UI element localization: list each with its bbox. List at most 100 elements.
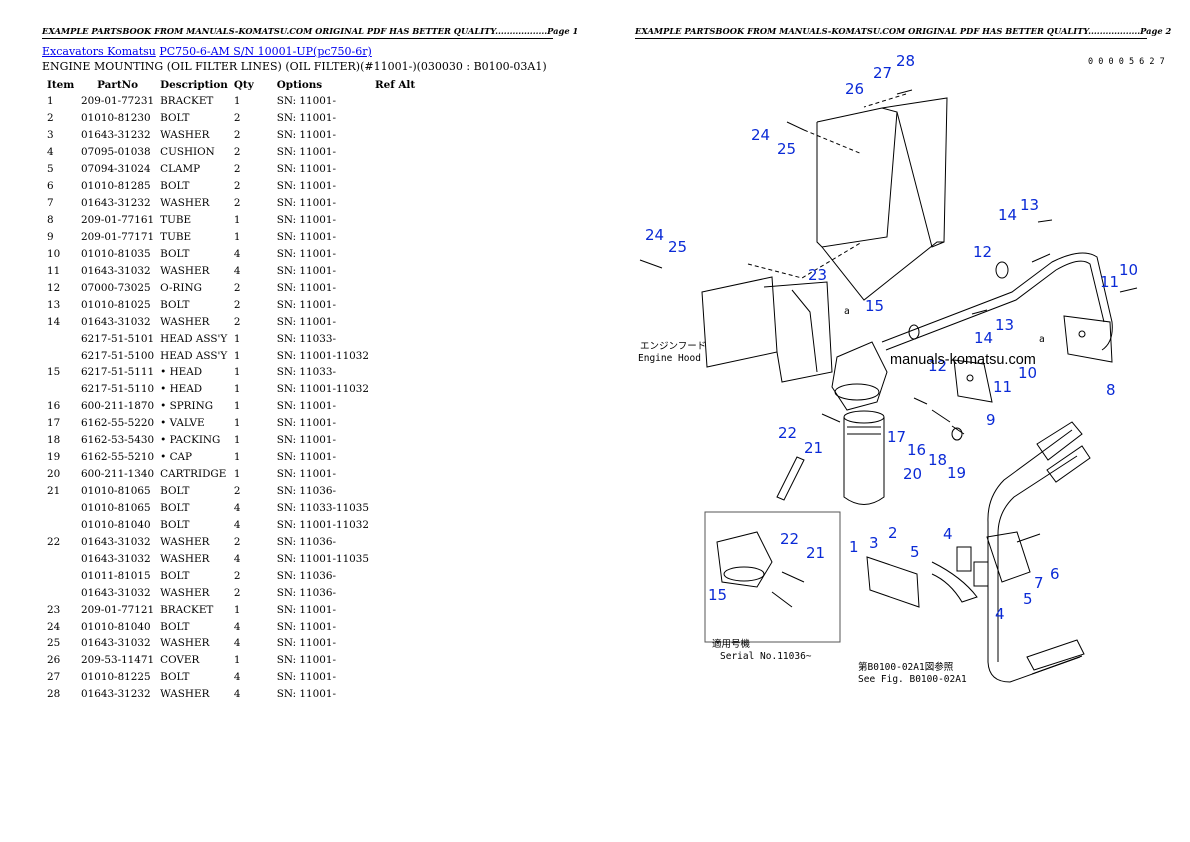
table-cell: 6162-55-5220 bbox=[81, 417, 155, 430]
table-cell: TUBE bbox=[160, 230, 192, 243]
table-cell: WASHER bbox=[160, 197, 210, 210]
table-cell: 01643-31032 bbox=[81, 535, 151, 548]
table-cell: 01010-81040 bbox=[81, 518, 151, 531]
table-cell: 01010-81035 bbox=[81, 247, 151, 260]
table-cell: 07095-01038 bbox=[81, 146, 151, 159]
table-cell: SN: 11001- bbox=[276, 671, 336, 684]
table-cell: 4 bbox=[233, 501, 241, 514]
table-cell bbox=[44, 584, 78, 601]
table-cell: 1 bbox=[47, 95, 54, 108]
table-cell: SN: 11001-11032 bbox=[276, 518, 370, 531]
table-cell: • PACKING bbox=[160, 434, 221, 447]
callout-11: 11 bbox=[1100, 273, 1119, 291]
table-cell: 3 bbox=[47, 129, 54, 142]
table-cell: 1 bbox=[233, 451, 241, 464]
table-cell: CLAMP bbox=[160, 163, 201, 176]
table-cell: SN: 11001-11032 bbox=[276, 383, 370, 396]
table-cell: 2 bbox=[233, 586, 241, 599]
table-cell bbox=[372, 533, 428, 550]
table-cell: 07000-73025 bbox=[81, 281, 151, 294]
table-cell bbox=[44, 381, 78, 398]
table-cell bbox=[372, 601, 428, 618]
table-cell: 14 bbox=[47, 315, 61, 328]
table-cell: HEAD ASS'Y bbox=[160, 349, 228, 362]
table-cell: 1 bbox=[233, 417, 241, 430]
table-cell: 4 bbox=[233, 637, 241, 650]
table-cell: WASHER bbox=[160, 264, 210, 277]
table-cell: 6162-55-5210 bbox=[81, 451, 155, 464]
table-cell: 01010-81230 bbox=[81, 112, 151, 125]
tube-plate-part bbox=[953, 359, 993, 403]
table-cell: 2 bbox=[233, 298, 241, 311]
table-cell: 27 bbox=[47, 671, 61, 684]
table-cell: SN: 11001- bbox=[276, 214, 336, 227]
callout-15: 15 bbox=[865, 297, 884, 315]
table-cell: TUBE bbox=[160, 214, 192, 227]
callout-4: 4 bbox=[943, 525, 953, 543]
table-cell: 28 bbox=[47, 688, 61, 701]
table-cell: 01643-31032 bbox=[81, 637, 151, 650]
column-header: Description bbox=[160, 78, 228, 91]
table-cell: 209-53-11471 bbox=[81, 654, 155, 667]
table-cell: 600-211-1340 bbox=[81, 468, 155, 481]
table-cell: SN: 11033-11035 bbox=[276, 501, 370, 514]
table-cell bbox=[372, 449, 428, 466]
tube-lower bbox=[987, 429, 1081, 683]
table-cell: SN: 11033- bbox=[276, 366, 336, 379]
table-cell: 209-01-77171 bbox=[81, 230, 155, 243]
page-title: ENGINE MOUNTING (OIL FILTER LINES) (OIL … bbox=[42, 60, 547, 73]
table-cell: 1 bbox=[233, 383, 241, 396]
table-cell: 1 bbox=[233, 230, 241, 243]
breadcrumb-link-excavators[interactable]: Excavators Komatsu bbox=[42, 45, 156, 58]
table-cell: BOLT bbox=[160, 247, 190, 260]
breadcrumb-link-model[interactable]: PC750-6-AM S/N 10001-UP(pc750-6r) bbox=[159, 45, 372, 58]
table-cell: 2 bbox=[233, 281, 241, 294]
table-cell bbox=[372, 466, 428, 483]
table-cell bbox=[372, 161, 428, 178]
column-header: Qty bbox=[233, 78, 254, 91]
table-cell: 209-01-77161 bbox=[81, 214, 155, 227]
table-cell: 13 bbox=[47, 298, 61, 311]
table-cell: 01010-81285 bbox=[81, 180, 151, 193]
table-cell: 4 bbox=[233, 688, 241, 701]
table-cell: 1 bbox=[233, 654, 241, 667]
tube-upper bbox=[881, 252, 1113, 351]
callout-17: 17 bbox=[887, 428, 906, 446]
table-cell: 6217-51-5101 bbox=[81, 332, 155, 345]
table-cell: 01643-31032 bbox=[81, 552, 151, 565]
table-cell: 18 bbox=[47, 434, 61, 447]
table-cell: 01010-81065 bbox=[81, 501, 151, 514]
table-cell: 2 bbox=[233, 180, 241, 193]
callout-25: 25 bbox=[777, 140, 796, 158]
callout-labels: 28 27 26 24 25 24 25 23 15 12 14 13 14 1… bbox=[645, 52, 1138, 623]
table-cell: SN: 11033- bbox=[276, 332, 336, 345]
callout-9: 9 bbox=[986, 411, 996, 429]
table-cell: SN: 11001- bbox=[276, 400, 336, 413]
table-cell: 9 bbox=[47, 230, 54, 243]
table-cell bbox=[372, 229, 428, 246]
table-cell: SN: 11001- bbox=[276, 180, 336, 193]
table-cell: 5 bbox=[47, 163, 54, 176]
callout-12: 12 bbox=[928, 357, 947, 375]
table-cell: BOLT bbox=[160, 180, 190, 193]
table-cell: SN: 11001- bbox=[276, 112, 336, 125]
watermark: manuals-komatsu.com bbox=[890, 352, 1036, 368]
see-fig-en: See Fig. B0100-02A1 bbox=[858, 674, 967, 685]
table-cell: SN: 11001- bbox=[276, 654, 336, 667]
table-cell: 6162-53-5430 bbox=[81, 434, 155, 447]
table-cell: 2 bbox=[233, 485, 241, 498]
table-cell: 4 bbox=[47, 146, 54, 159]
table-cell: WASHER bbox=[160, 688, 210, 701]
table-cell bbox=[44, 516, 78, 533]
callout-23: 23 bbox=[808, 266, 827, 284]
